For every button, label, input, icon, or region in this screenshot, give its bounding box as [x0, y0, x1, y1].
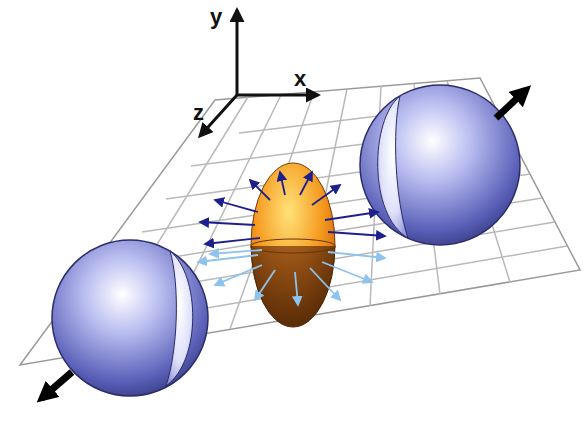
axis-label: x [294, 68, 306, 90]
flow-arrows-upper [200, 172, 385, 244]
left-nucleus [42, 240, 208, 398]
fireball-almond [251, 163, 335, 327]
coordinate-axes [200, 10, 318, 136]
axis-label: z [193, 102, 204, 124]
right-nucleus [360, 85, 526, 245]
axis-label: y [210, 6, 222, 28]
flow-arrows-lower [198, 250, 385, 305]
